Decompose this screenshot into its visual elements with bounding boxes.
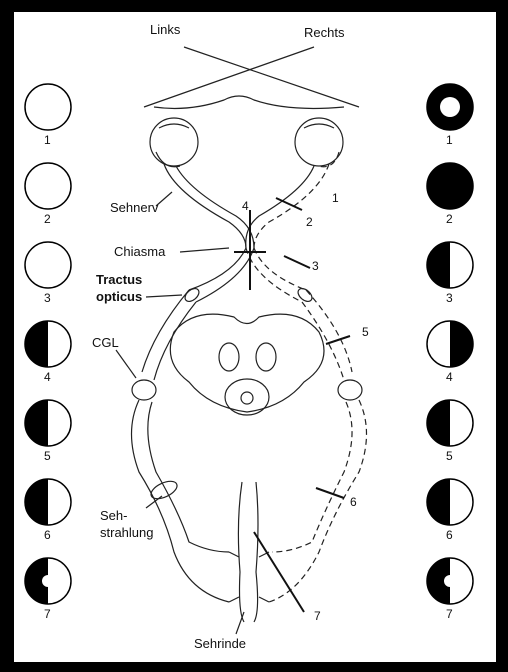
left-visual-field-1: 1 — [25, 84, 71, 147]
visual-field-lines — [144, 47, 359, 108]
lesion-number-6: 6 — [350, 495, 357, 509]
lgn-right — [338, 380, 362, 400]
label-chiasm: Chiasma — [114, 244, 166, 259]
lesion-number-2: 2 — [306, 215, 313, 229]
label-cortex: Sehrinde — [194, 636, 246, 651]
left-visual-field-5: 5 — [25, 400, 71, 463]
label-left: Links — [150, 22, 181, 37]
visual-cortex — [229, 482, 269, 622]
midbrain-section — [170, 314, 324, 415]
left-eye — [150, 118, 198, 167]
lesion-number-1: 1 — [332, 191, 339, 205]
left-field-label: 3 — [44, 291, 51, 305]
label-optic-tract-line1: Tractus — [96, 272, 142, 287]
right-visual-field-1: 1 — [427, 84, 473, 147]
label-radiation-line1: Seh- — [100, 508, 127, 523]
label-optic-tract-line2: opticus — [96, 289, 142, 304]
lesion-number-4: 4 — [242, 199, 249, 213]
right-eye — [295, 118, 343, 167]
right-field-label: 3 — [446, 291, 453, 305]
right-visual-field-7: 7 — [427, 558, 473, 621]
left-field-label: 2 — [44, 212, 51, 226]
visual-pathway-diagram: Links Rechts — [14, 12, 496, 662]
label-radiation-line2: strahlung — [100, 525, 153, 540]
right-visual-field-3: 3 — [427, 242, 473, 305]
figure-panel: Links Rechts — [14, 12, 496, 662]
lesion-number-7: 7 — [314, 609, 321, 623]
left-field-label: 5 — [44, 449, 51, 463]
right-field-label: 6 — [446, 528, 453, 542]
right-field-label: 7 — [446, 607, 453, 621]
right-field-column: 1 2 3 4 5 6 7 — [427, 84, 473, 621]
right-field-label: 1 — [446, 133, 453, 147]
right-field-label: 2 — [446, 212, 453, 226]
left-field-label: 7 — [44, 607, 51, 621]
left-visual-field-4: 4 — [25, 321, 71, 384]
right-visual-field-5: 5 — [427, 400, 473, 463]
left-field-label: 4 — [44, 370, 51, 384]
optic-radiation — [132, 400, 367, 602]
right-visual-field-6: 6 — [427, 479, 473, 542]
left-visual-field-6: 6 — [25, 479, 71, 542]
lesion-number-3: 3 — [312, 259, 319, 273]
right-field-label: 5 — [446, 449, 453, 463]
left-visual-field-3: 3 — [25, 242, 71, 305]
lgn-left — [132, 380, 156, 400]
label-lgn: CGL — [92, 335, 119, 350]
label-right: Rechts — [304, 25, 345, 40]
left-field-column: 1 2 3 4 5 6 7 — [25, 84, 71, 621]
label-optic-nerve: Sehnerv — [110, 200, 159, 215]
left-field-label: 1 — [44, 133, 51, 147]
right-visual-field-2: 2 — [427, 163, 473, 226]
left-visual-field-2: 2 — [25, 163, 71, 226]
lesion-number-5: 5 — [362, 325, 369, 339]
chiasm — [189, 248, 306, 302]
right-field-label: 4 — [446, 370, 453, 384]
left-visual-field-7: 7 — [25, 558, 71, 621]
right-visual-field-4: 4 — [427, 321, 473, 384]
left-field-label: 6 — [44, 528, 51, 542]
